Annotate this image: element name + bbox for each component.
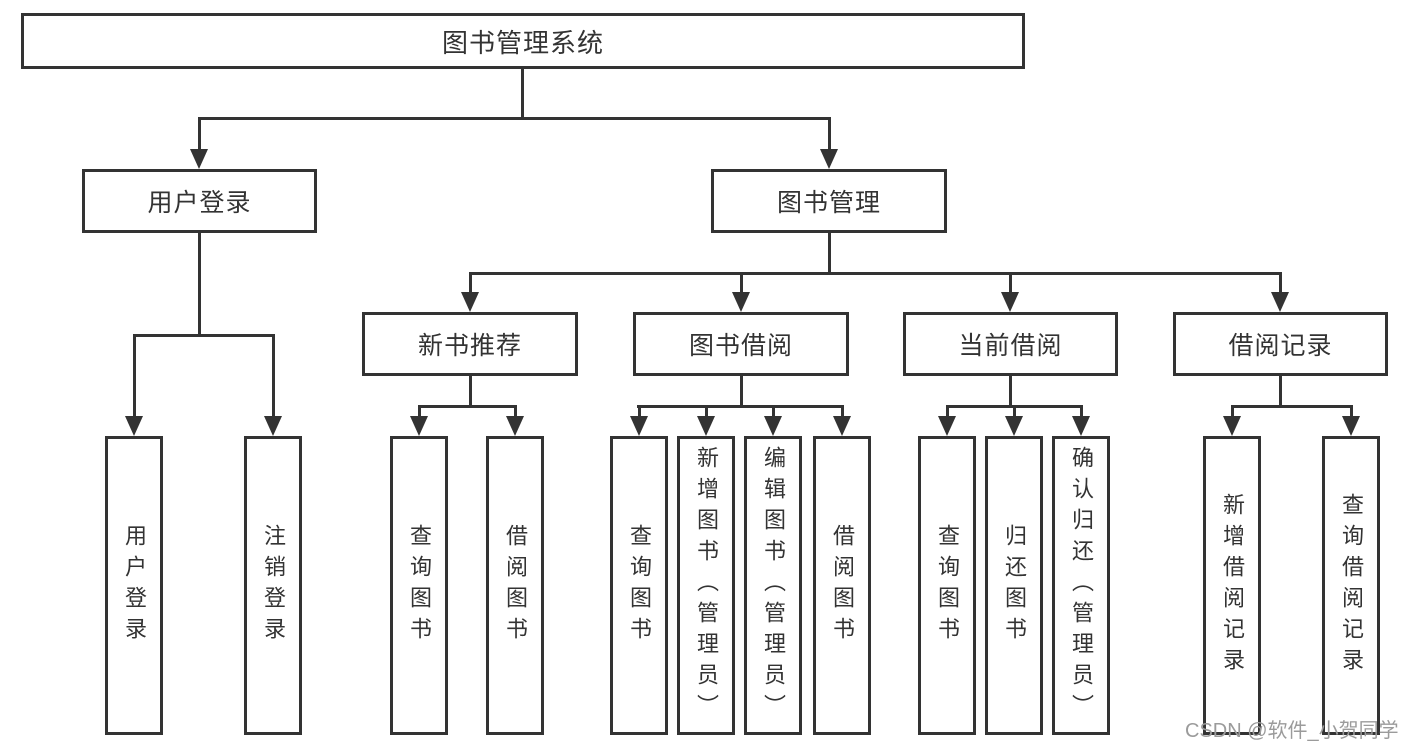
arrowhead-nb-borrow bbox=[506, 416, 524, 436]
connector-cb-return-vline bbox=[1013, 405, 1016, 418]
arrowhead-bb-add bbox=[697, 416, 715, 436]
node-current-borrow: 当前借阅 bbox=[903, 312, 1118, 376]
leaf-bb-query-book: 查询图书 bbox=[610, 436, 668, 735]
node-user-login-group-label: 用户登录 bbox=[147, 189, 252, 217]
leaf-bb-add-book-label: 新增图书（管理员） bbox=[694, 446, 719, 725]
arrowhead-cb-confirm bbox=[1072, 416, 1090, 436]
leaf-bb-edit-book: 编辑图书（管理员） bbox=[744, 436, 802, 735]
leaf-user-login-label: 用户登录 bbox=[122, 523, 147, 648]
arrowhead-bb-edit bbox=[764, 416, 782, 436]
connector-bb-add-vline bbox=[705, 405, 708, 418]
connector-leaf-logout-vline bbox=[272, 334, 275, 418]
connector-groupD-vline bbox=[1009, 376, 1012, 407]
connector-bb-borrow-vline bbox=[841, 405, 844, 418]
arrowhead-bookborrow bbox=[732, 292, 750, 312]
leaf-cb-return-book-label: 归还图书 bbox=[1002, 523, 1027, 648]
connector-leaf-userlogin-vline bbox=[133, 334, 136, 418]
node-new-book-recommend-label: 新书推荐 bbox=[417, 332, 522, 360]
connector-nb-borrow-vline bbox=[514, 405, 517, 418]
connector-usergroup-hline bbox=[133, 334, 274, 337]
leaf-logout: 注销登录 bbox=[244, 436, 302, 735]
leaf-br-query-record: 查询借阅记录 bbox=[1322, 436, 1380, 735]
node-book-borrow: 图书借阅 bbox=[633, 312, 849, 376]
connector-bb-query-vline bbox=[638, 405, 641, 418]
leaf-br-query-record-label: 查询借阅记录 bbox=[1339, 492, 1364, 679]
leaf-bb-borrow-book: 借阅图书 bbox=[813, 436, 871, 735]
node-current-borrow-label: 当前借阅 bbox=[958, 332, 1063, 360]
arrowhead-bb-query bbox=[630, 416, 648, 436]
node-user-login-group: 用户登录 bbox=[82, 169, 317, 233]
connector-groupB-hline bbox=[418, 405, 517, 408]
node-book-management-label: 图书管理 bbox=[776, 189, 881, 217]
connector-groupC-hline bbox=[637, 405, 843, 408]
connector-bookmgmt-down-vline bbox=[828, 233, 831, 274]
connector-groupC-vline bbox=[740, 376, 743, 407]
connector-br-query-vline bbox=[1350, 405, 1353, 418]
leaf-bb-query-book-label: 查询图书 bbox=[627, 523, 652, 648]
watermark-text: CSDN @软件_小贺同学 bbox=[1185, 720, 1399, 742]
node-new-book-recommend: 新书推荐 bbox=[362, 312, 578, 376]
leaf-cb-return-book: 归还图书 bbox=[985, 436, 1043, 735]
leaf-cb-query-book: 查询图书 bbox=[918, 436, 976, 735]
connector-cb-query-vline bbox=[946, 405, 949, 418]
arrowhead-leaf-logout bbox=[264, 416, 282, 436]
leaf-bb-add-book: 新增图书（管理员） bbox=[677, 436, 735, 735]
connector-br-add-vline bbox=[1231, 405, 1234, 418]
arrowhead-nb-query bbox=[410, 416, 428, 436]
leaf-br-add-record: 新增借阅记录 bbox=[1203, 436, 1261, 735]
connector-l1-hline bbox=[198, 117, 831, 120]
connector-bb-edit-vline bbox=[772, 405, 775, 418]
connector-l3-hline bbox=[469, 272, 1281, 275]
leaf-user-login: 用户登录 bbox=[105, 436, 163, 735]
node-book-management: 图书管理 bbox=[711, 169, 947, 233]
node-book-borrow-label: 图书借阅 bbox=[688, 332, 793, 360]
leaf-logout-label: 注销登录 bbox=[261, 523, 286, 648]
leaf-br-add-record-label: 新增借阅记录 bbox=[1220, 492, 1245, 679]
arrowhead-userlogin bbox=[190, 149, 208, 169]
connector-groupE-hline bbox=[1231, 405, 1352, 408]
arrowhead-cb-return bbox=[1005, 416, 1023, 436]
node-borrow-records-label: 借阅记录 bbox=[1228, 332, 1333, 360]
leaf-nb-query-book: 查询图书 bbox=[390, 436, 448, 735]
leaf-cb-confirm-return-label: 确认归还（管理员） bbox=[1069, 446, 1094, 725]
arrowhead-br-query bbox=[1342, 416, 1360, 436]
arrowhead-bb-borrow bbox=[833, 416, 851, 436]
connector-currentborrow-vline bbox=[1009, 272, 1012, 293]
connector-bookborrow-vline bbox=[740, 272, 743, 293]
leaf-nb-borrow-book: 借阅图书 bbox=[486, 436, 544, 735]
node-root: 图书管理系统 bbox=[21, 13, 1025, 69]
leaf-nb-query-book-label: 查询图书 bbox=[407, 523, 432, 648]
arrowhead-cb-query bbox=[938, 416, 956, 436]
node-root-label: 图书管理系统 bbox=[441, 27, 604, 58]
connector-groupB-vline bbox=[469, 376, 472, 407]
connector-bookmgmt-vline bbox=[828, 117, 831, 152]
node-borrow-records: 借阅记录 bbox=[1173, 312, 1388, 376]
leaf-cb-confirm-return: 确认归还（管理员） bbox=[1052, 436, 1110, 735]
arrowhead-bookmgmt bbox=[820, 149, 838, 169]
connector-usergroup-vline bbox=[198, 233, 201, 335]
connector-nb-query-vline bbox=[418, 405, 421, 418]
arrowhead-leaf-userlogin bbox=[125, 416, 143, 436]
leaf-cb-query-book-label: 查询图书 bbox=[935, 523, 960, 648]
connector-newbook-vline bbox=[469, 272, 472, 293]
arrowhead-currentborrow bbox=[1001, 292, 1019, 312]
leaf-nb-borrow-book-label: 借阅图书 bbox=[503, 523, 528, 648]
arrowhead-newbook bbox=[461, 292, 479, 312]
connector-userlogin-vline bbox=[198, 117, 201, 152]
arrowhead-borrowrecords bbox=[1271, 292, 1289, 312]
connector-cb-confirm-vline bbox=[1080, 405, 1083, 418]
connector-groupE-vline bbox=[1279, 376, 1282, 407]
leaf-bb-edit-book-label: 编辑图书（管理员） bbox=[761, 446, 786, 725]
leaf-bb-borrow-book-label: 借阅图书 bbox=[830, 523, 855, 648]
arrowhead-br-add bbox=[1223, 416, 1241, 436]
connector-root-vline bbox=[521, 69, 524, 118]
connector-borrowrecords-vline bbox=[1279, 272, 1282, 293]
